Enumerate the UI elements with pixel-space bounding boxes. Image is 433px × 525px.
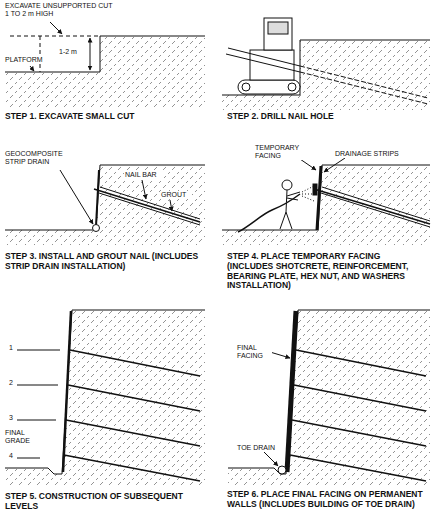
nail-hole	[300, 66, 428, 104]
worker	[238, 194, 300, 232]
final-facing	[287, 311, 296, 472]
dimension-line	[90, 38, 91, 70]
soil-ground	[5, 165, 205, 230]
callout-label: GROUT	[160, 191, 192, 199]
soil-ground	[5, 310, 205, 486]
soil-nail	[290, 350, 426, 481]
dimension-label: 1-2 m	[58, 48, 86, 56]
leader-line	[60, 170, 93, 224]
strip-drain	[93, 170, 100, 232]
leader-line	[270, 352, 290, 358]
callout-label: NAIL BAR	[124, 171, 164, 179]
leader-line	[170, 200, 172, 211]
soil-ground	[5, 310, 205, 486]
drill-rig	[242, 83, 250, 91]
illustration	[5, 18, 430, 486]
facing	[63, 311, 71, 472]
soil-ground	[222, 165, 430, 245]
leader-line	[300, 159, 316, 170]
grouted-nail	[94, 189, 200, 222]
soil-ground	[222, 40, 430, 95]
step-caption: STEP 6. PLACE FINAL FACING ON PERMANENT …	[226, 490, 426, 510]
facing	[63, 311, 71, 472]
drill-rig	[264, 18, 292, 50]
soil-ground	[222, 40, 430, 110]
strip-drain	[96, 170, 99, 226]
callout-label: EXCAVATE UNSUPPORTED CUT 1 TO 2 m HIGH	[4, 2, 116, 18]
toe-drain	[278, 466, 286, 474]
step-caption: STEP 5. CONSTRUCTION OF SUBSEQUENT LEVEL…	[4, 492, 204, 512]
drill-rig	[238, 80, 300, 94]
step-caption: STEP 2. DRILL NAIL HOLE	[226, 112, 426, 122]
step-caption: STEP 1. EXCAVATE SMALL CUT	[4, 112, 204, 122]
callout-number: 1	[8, 344, 17, 352]
worker	[282, 180, 292, 190]
soil-nail	[290, 350, 426, 481]
soil-nail	[64, 350, 200, 481]
leader-line	[50, 22, 62, 34]
step-caption: STEP 4. PLACE TEMPORARY FACING (INCLUDES…	[226, 252, 426, 291]
soil-ground	[5, 36, 205, 108]
step-caption: STEP 3. INSTALL AND GROUT NAIL (INCLUDES…	[4, 252, 204, 272]
callout-label: FINAL FACING	[236, 344, 272, 360]
leader-line	[60, 170, 172, 224]
grouted-nail	[313, 184, 430, 227]
callout-number: 2	[8, 379, 17, 387]
toe-drain	[278, 466, 286, 474]
callout-number: 3	[8, 414, 17, 422]
temporary-facing	[317, 166, 321, 230]
soil-ground	[5, 36, 205, 72]
leader-line	[142, 180, 146, 199]
drill-rig	[226, 48, 300, 72]
excavation-outline	[10, 36, 100, 37]
grouted-nail	[314, 189, 430, 224]
worker	[302, 186, 314, 201]
soil-ground	[222, 165, 430, 230]
temporary-facing	[317, 166, 321, 230]
dimension-line	[90, 38, 91, 70]
grouted-nail	[313, 184, 317, 195]
soil-ground	[222, 40, 430, 110]
callout-number: 4	[8, 452, 17, 460]
callout-label: FINAL GRADE	[4, 429, 40, 445]
leader-line	[324, 158, 345, 172]
callout-label: TEMPORARY FACING	[254, 144, 326, 160]
leader-line	[262, 450, 278, 466]
soil-nail	[64, 350, 200, 481]
final-facing	[287, 311, 296, 472]
drill-rig	[268, 22, 288, 34]
grouted-nail	[94, 187, 200, 225]
soil-ground	[228, 310, 430, 486]
nail-hole	[300, 66, 428, 104]
soil-ground	[5, 165, 205, 245]
soil-ground	[5, 36, 205, 108]
worker	[238, 180, 314, 232]
callout-label: TOE DRAIN	[236, 444, 276, 452]
callout-label: PLATFORM	[4, 56, 48, 64]
soil-ground	[222, 165, 430, 245]
excavation-outline	[40, 36, 41, 72]
leader-line	[30, 66, 34, 71]
leader-line	[300, 158, 345, 172]
callout-label: GEOCOMPOSITE STRIP DRAIN	[4, 150, 66, 166]
soil-ground	[228, 310, 430, 486]
callout-label: DRAINAGE STRIPS	[334, 150, 404, 158]
excavation-outline	[10, 36, 100, 72]
soil-ground	[5, 165, 205, 245]
strip-drain	[93, 225, 100, 232]
drill-rig	[226, 18, 300, 94]
drill-rig	[288, 83, 296, 91]
